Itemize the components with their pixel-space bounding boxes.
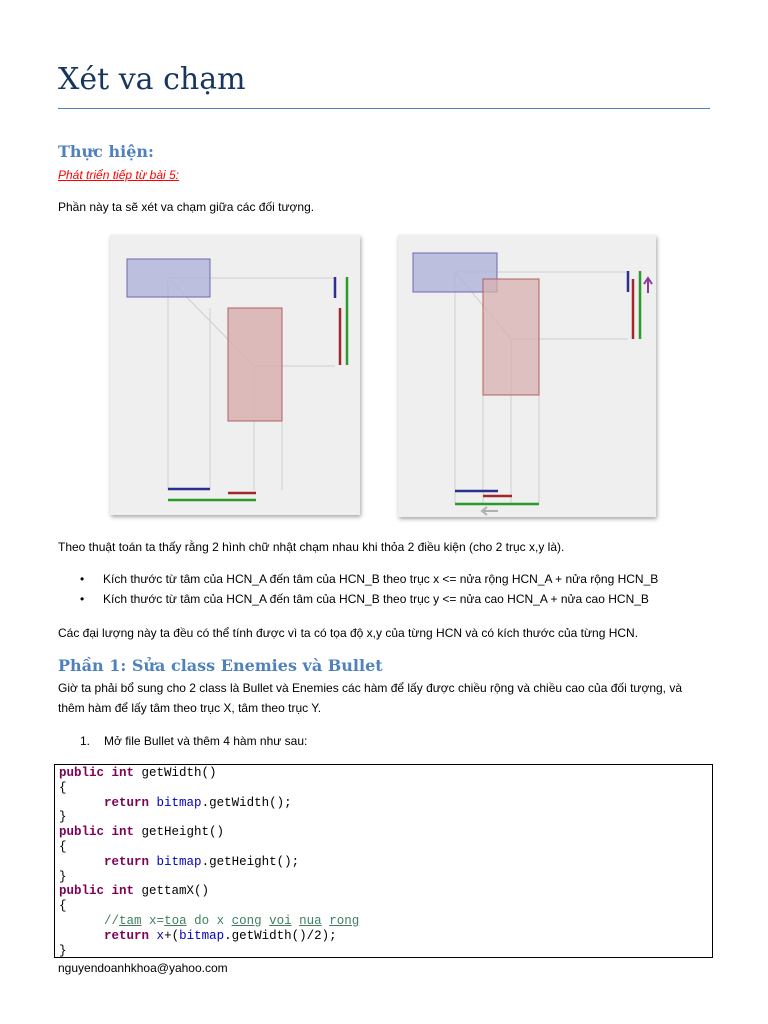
code-text: .getHeight(); — [201, 854, 300, 869]
code-keyword: int — [111, 766, 135, 780]
collision-figure-separated — [110, 235, 360, 515]
collision-figure-overlapping — [398, 235, 656, 517]
code-text: } — [59, 810, 67, 825]
step-number: 1. — [80, 734, 91, 748]
bullet-icon: • — [80, 592, 85, 606]
code-line: return bitmap.getHeight(); — [59, 855, 712, 870]
code-keyword: int — [111, 825, 135, 840]
numbered-step: 1. Mở file Bullet và thêm 4 hàm như sau: — [80, 731, 307, 751]
part1-paragraph: Giờ ta phải bổ sung cho 2 class là Bulle… — [58, 678, 718, 718]
comment-word: do x — [186, 913, 232, 928]
code-line: //tam x=toa do x cong voi nua rong — [59, 914, 712, 929]
code-field: x — [156, 928, 165, 943]
code-line: } — [59, 870, 712, 885]
code-text: .getWidth()/2); — [224, 928, 337, 943]
comment-word: cong — [231, 913, 262, 928]
comment-word: nua — [299, 913, 322, 928]
code-line: public int gettamX() — [59, 884, 712, 899]
section-heading-part1: Phần 1: Sửa class Enemies và Bullet — [58, 656, 383, 675]
bullet-icon: • — [80, 572, 85, 586]
code-indent — [59, 855, 104, 869]
code-field: bitmap — [179, 928, 225, 943]
comment-word: x= — [141, 913, 165, 928]
code-block: public int getWidth() { return bitmap.ge… — [54, 764, 713, 958]
code-indent — [59, 796, 104, 810]
condition-text: Kích thước từ tâm của HCN_A đến tâm của … — [103, 592, 649, 606]
comment-word: toa — [164, 913, 187, 928]
comment-word: voi — [269, 913, 292, 928]
code-line: } — [59, 944, 712, 959]
code-text: +( — [164, 928, 180, 943]
code-indent — [59, 929, 104, 943]
code-keyword: return — [104, 795, 150, 810]
code-line: return bitmap.getWidth(); — [59, 796, 712, 811]
code-keyword: int — [111, 884, 135, 899]
code-comment: //tam x=toa do x cong voi nua rong — [104, 914, 359, 928]
algorithm-paragraph: Theo thuật toán ta thấy rằng 2 hình chữ … — [58, 540, 565, 554]
code-text: getHeight() — [134, 825, 225, 840]
part1-line1: Giờ ta phải bổ sung cho 2 class là Bulle… — [58, 681, 683, 695]
collision-diagram-separated — [126, 258, 349, 502]
code-text: } — [59, 943, 67, 958]
code-line: { — [59, 899, 712, 914]
condition-text: Kích thước từ tâm của HCN_A đến tâm của … — [103, 572, 659, 586]
code-text: .getWidth(); — [201, 795, 292, 810]
list-item: • Kích thước từ tâm của HCN_A đến tâm của… — [58, 589, 658, 609]
code-text: { — [59, 899, 67, 914]
intro-paragraph: Phần này ta sẽ xét va chạm giữa các đối … — [58, 200, 315, 214]
code-keyword: return — [104, 928, 150, 943]
code-keyword: return — [104, 854, 150, 869]
code-text: getWidth() — [134, 766, 217, 780]
code-line: return x+(bitmap.getWidth()/2); — [59, 929, 712, 944]
code-text: { — [59, 839, 67, 854]
code-keyword: public — [59, 825, 105, 840]
code-keyword: public — [59, 766, 105, 780]
collision-diagram-overlapping — [412, 252, 653, 516]
section-heading-thuc-hien: Thực hiện: — [58, 142, 154, 161]
list-item: • Kích thước từ tâm của HCN_A đến tâm của… — [58, 569, 658, 589]
comment-word: rong — [329, 913, 360, 928]
step-text: Mở file Bullet và thêm 4 hàm như sau: — [104, 734, 308, 748]
title-underline — [58, 108, 710, 109]
footer-email: nguyendoanhkhoa@yahoo.com — [58, 961, 228, 975]
code-line: { — [59, 781, 712, 796]
code-text: gettamX() — [134, 884, 210, 899]
code-field: bitmap — [156, 854, 202, 869]
code-text: { — [59, 780, 67, 795]
code-line: public int getWidth() — [59, 766, 712, 781]
part1-line2: thêm hàm để lấy tâm theo trục X, tâm the… — [58, 701, 322, 715]
comment-word — [262, 914, 270, 928]
code-indent — [59, 914, 104, 928]
code-line: } — [59, 810, 712, 825]
page-title: Xét va chạm — [58, 62, 246, 97]
comment-prefix: // — [104, 913, 120, 928]
code-line: public int getHeight() — [59, 825, 712, 840]
quantities-paragraph: Các đại lượng này ta đều có thể tính đượ… — [58, 626, 639, 640]
comment-word: tam — [119, 913, 142, 928]
code-keyword: public — [59, 884, 105, 899]
code-text: } — [59, 869, 67, 884]
code-field: bitmap — [156, 795, 202, 810]
collision-conditions-list: • Kích thước từ tâm của HCN_A đến tâm của… — [58, 569, 658, 609]
code-line: { — [59, 840, 712, 855]
previous-lesson-link[interactable]: Phát triển tiếp từ bài 5: — [58, 168, 180, 182]
